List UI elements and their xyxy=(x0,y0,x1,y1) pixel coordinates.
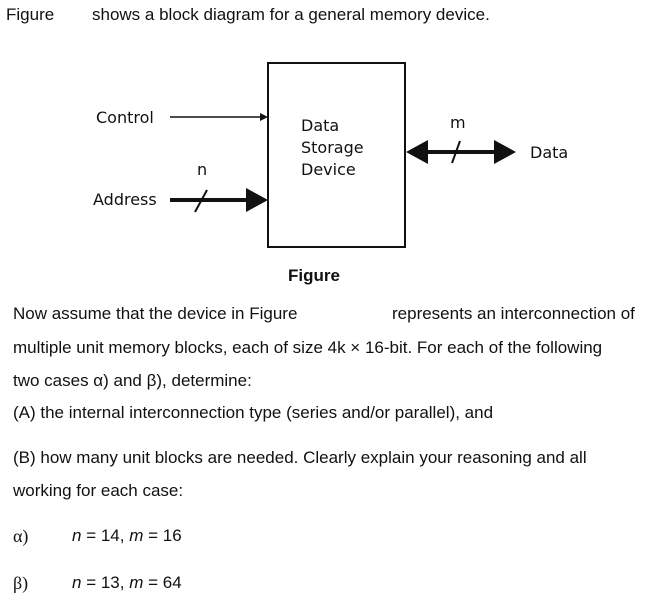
device-label-line: Data xyxy=(301,116,340,135)
device-label: Data Storage Device xyxy=(301,115,364,181)
question-part-a: (A) the internal interconnection type (s… xyxy=(13,403,494,422)
var-n: n xyxy=(72,573,82,592)
value-m: = 64 xyxy=(143,573,182,592)
var-n: n xyxy=(72,526,82,545)
case-label: β) xyxy=(13,573,29,593)
address-arrowhead xyxy=(246,188,268,212)
device-box xyxy=(267,62,406,248)
question-part-b: (B) how many unit blocks are needed. Cle… xyxy=(13,448,587,467)
control-label: Control xyxy=(96,108,154,127)
address-bus-width-label: n xyxy=(197,160,208,179)
data-arrowhead-left xyxy=(406,140,428,164)
address-label: Address xyxy=(93,190,157,209)
var-m: m xyxy=(129,526,144,545)
data-bus-slash xyxy=(451,140,461,164)
case-alpha: α) xyxy=(13,526,28,547)
paragraph-line: represents an interconnection of xyxy=(392,304,635,323)
address-bus-slash xyxy=(194,189,208,213)
paragraph-line: multiple unit memory blocks, each of siz… xyxy=(13,338,603,357)
data-bus-width-label: m xyxy=(450,113,466,132)
device-label-line: Device xyxy=(301,160,356,179)
figure-reference: Figure xyxy=(6,5,55,24)
case-alpha-values: n = 14, m = 16 xyxy=(72,526,182,546)
value-n: = 13, xyxy=(81,573,130,592)
case-label: α) xyxy=(13,526,29,546)
device-label-line: Storage xyxy=(301,138,364,157)
data-arrowhead-right xyxy=(494,140,516,164)
control-arrowhead xyxy=(260,113,268,121)
data-label: Data xyxy=(530,143,569,162)
paragraph-line: two cases α) and β), determine: xyxy=(13,371,252,390)
case-beta: β) xyxy=(13,573,28,594)
case-beta-values: n = 13, m = 64 xyxy=(72,573,182,593)
value-m: = 16 xyxy=(143,526,182,545)
question-part-b-continued: working for each case: xyxy=(13,481,184,500)
figure-caption: Figure xyxy=(288,266,340,285)
intro-text: shows a block diagram for a general memo… xyxy=(92,5,490,24)
value-n: = 14, xyxy=(81,526,130,545)
var-m: m xyxy=(129,573,144,592)
paragraph-line: Now assume that the device in Figure xyxy=(13,304,298,323)
